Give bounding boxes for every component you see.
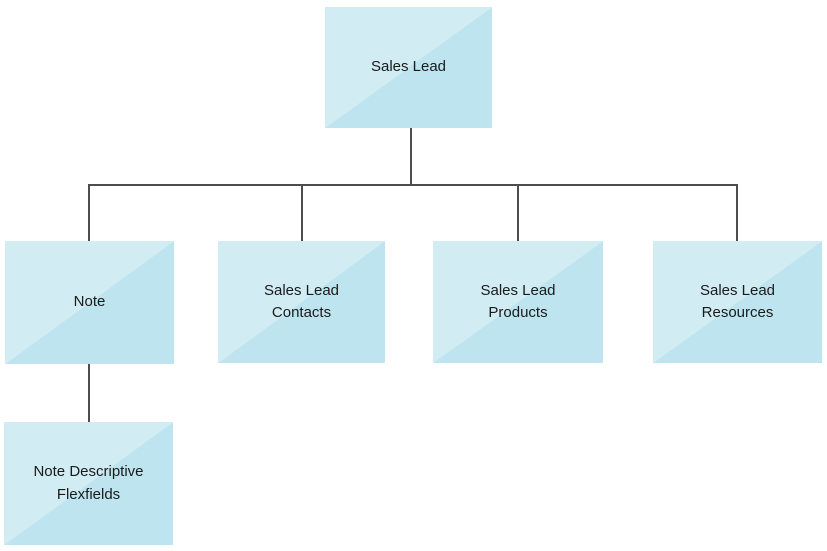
node-sales-lead-label: Sales Lead xyxy=(370,58,447,76)
connector-horizontal-bus xyxy=(88,184,738,186)
node-sales-lead-resources: Sales Lead Resources xyxy=(653,241,822,363)
connector-note-to-flexfields xyxy=(88,364,90,422)
node-note-descriptive-flexfields: Note Descriptive Flexfields xyxy=(4,422,173,545)
node-note: Note xyxy=(5,241,174,364)
node-note-label: Note xyxy=(73,293,106,311)
connector-drop-note xyxy=(88,184,90,241)
connector-root-down xyxy=(410,128,412,185)
connector-drop-products xyxy=(517,184,519,241)
node-sales-lead-contacts-label: Sales Lead Contacts xyxy=(263,281,340,322)
node-sales-lead-products-label: Sales Lead Products xyxy=(480,281,556,322)
connector-drop-resources xyxy=(736,184,738,241)
node-sales-lead: Sales Lead xyxy=(325,7,492,128)
connector-drop-contacts xyxy=(301,184,303,241)
node-sales-lead-contacts: Sales Lead Contacts xyxy=(218,241,385,363)
node-sales-lead-resources-label: Sales Lead Resources xyxy=(699,281,776,322)
node-note-descriptive-flexfields-label: Note Descriptive Flexfields xyxy=(33,463,144,503)
node-sales-lead-products: Sales Lead Products xyxy=(433,241,603,363)
